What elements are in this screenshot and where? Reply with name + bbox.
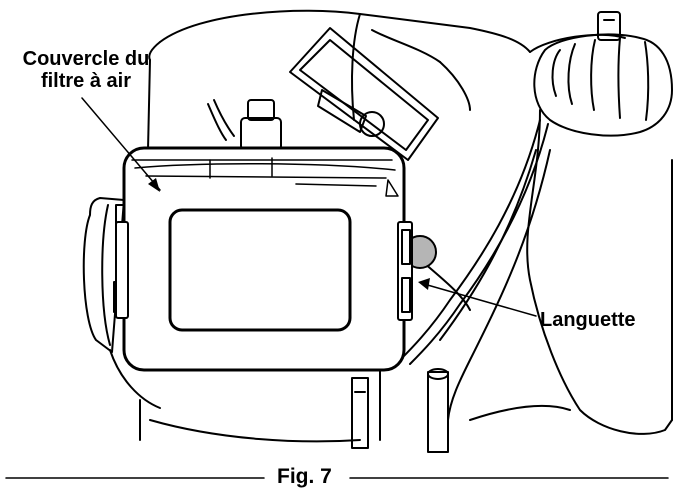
engine-housing-outline <box>147 9 626 151</box>
cover-window <box>168 208 352 332</box>
fuel-tank <box>526 109 673 435</box>
leader-line-cover <box>81 97 161 191</box>
leader-arrow-tab <box>418 278 430 290</box>
air-filter-cover-label-line2: filtre à air <box>40 70 132 92</box>
air-filter-cover-label-line1: Couvercle du <box>22 48 150 70</box>
fuel-cap <box>533 11 673 137</box>
leader-arrow-cover <box>148 178 160 192</box>
leader-line-tab <box>423 283 537 317</box>
fuel-fitting <box>207 99 282 151</box>
tab-label: Languette <box>540 309 636 331</box>
engine-lower-body <box>149 368 571 453</box>
air-filter-cover <box>115 146 413 372</box>
figure-caption: Fig. 7 <box>277 465 332 488</box>
air-filter-cover-label: Couvercle du filtre à air <box>6 48 166 92</box>
primer-housing <box>289 27 439 161</box>
